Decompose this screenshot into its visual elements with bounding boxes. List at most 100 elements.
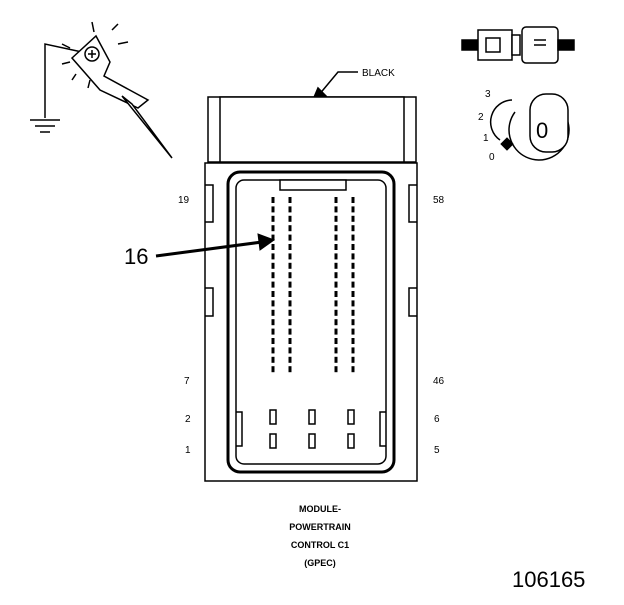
pin-label-6: 6: [434, 414, 440, 425]
signal-pin-cavity: [271, 281, 275, 288]
signal-pin-cavity: [288, 197, 292, 203]
signal-pin-cavity: [334, 366, 338, 373]
signal-pin-cavity: [288, 244, 292, 250]
figure-number: 106165: [512, 567, 585, 592]
signal-pin-cavity: [288, 347, 292, 354]
key-position-1: 1: [483, 133, 489, 144]
key-position-3: 3: [485, 89, 491, 100]
signal-pin-cavity: [334, 206, 338, 213]
signal-pin-cavity: [271, 356, 275, 363]
signal-pin-cavity: [288, 328, 292, 335]
signal-pin-cavity: [334, 281, 338, 288]
signal-pin-cavity: [334, 234, 338, 241]
signal-pin-cavity: [271, 366, 275, 373]
signal-pin-cavity: [334, 291, 338, 297]
signal-pin-cavity: [351, 253, 355, 260]
signal-pin-cavity: [271, 338, 275, 344]
signal-pin-cavity: [334, 244, 338, 250]
signal-pin-cavity: [271, 234, 275, 241]
signal-pin-cavity: [351, 366, 355, 373]
signal-pin-cavity: [271, 262, 275, 269]
power-pin-cavity: [308, 409, 316, 425]
signal-pin-cavity: [334, 356, 338, 363]
signal-pin-cavity: [334, 309, 338, 316]
pin-label-1: 1: [185, 445, 191, 456]
signal-pin-cavity: [288, 253, 292, 260]
signal-pin-cavity: [351, 262, 355, 269]
signal-pin-cavity: [334, 253, 338, 260]
signal-pin-cavity: [271, 309, 275, 316]
signal-pin-cavity: [271, 215, 275, 222]
connector-plug-icon: [461, 26, 575, 64]
pin-label-58: 58: [433, 195, 445, 206]
signal-pin-cavity: [351, 234, 355, 241]
signal-pin-cavity: [334, 225, 338, 232]
key-position-2: 2: [478, 112, 484, 123]
signal-pin-cavity: [334, 272, 338, 279]
signal-pin-cavity: [271, 319, 275, 326]
power-pin-cavity: [347, 409, 355, 425]
signal-pin-cavity: [288, 319, 292, 326]
pin-array: [269, 197, 355, 449]
connector-color-label: BLACK: [362, 68, 395, 79]
signal-pin-cavity: [288, 225, 292, 232]
signal-pin-cavity: [288, 338, 292, 344]
signal-pin-cavity: [271, 197, 275, 203]
signal-pin-cavity: [351, 206, 355, 213]
signal-pin-cavity: [271, 300, 275, 307]
signal-pin-cavity: [271, 206, 275, 213]
signal-pin-cavity: [288, 356, 292, 363]
caption-line-3: CONTROL C1: [291, 540, 349, 550]
signal-pin-cavity: [334, 197, 338, 203]
signal-pin-cavity: [351, 225, 355, 232]
signal-pin-cavity: [351, 281, 355, 288]
signal-pin-cavity: [351, 300, 355, 307]
connector-body: [204, 96, 418, 482]
signal-pin-cavity: [334, 262, 338, 269]
pin-label-19: 19: [178, 195, 190, 206]
signal-pin-cavity: [288, 234, 292, 241]
signal-pin-cavity: [351, 338, 355, 344]
caption-line-4: (GPEC): [304, 558, 336, 568]
signal-pin-cavity: [271, 272, 275, 279]
signal-pin-cavity: [288, 262, 292, 269]
signal-pin-cavity: [288, 366, 292, 373]
signal-pin-cavity: [351, 244, 355, 250]
signal-pin-cavity: [334, 338, 338, 344]
caption-line-1: MODULE-: [299, 504, 341, 514]
power-pin-cavity: [269, 433, 277, 449]
pin-label-5: 5: [434, 445, 440, 456]
power-pin-cavity: [308, 433, 316, 449]
signal-pin-cavity: [288, 206, 292, 213]
signal-pin-cavity: [288, 272, 292, 279]
ground-probe-icon: [30, 21, 173, 159]
callout-pin-number: 16: [124, 244, 148, 269]
signal-pin-cavity: [288, 281, 292, 288]
signal-pin-cavity: [288, 215, 292, 222]
signal-pin-cavity: [334, 300, 338, 307]
signal-pin-cavity: [271, 347, 275, 354]
signal-pin-cavity: [334, 319, 338, 326]
signal-pin-cavity: [334, 328, 338, 335]
signal-pin-cavity: [334, 347, 338, 354]
signal-pin-cavity: [351, 319, 355, 326]
signal-pin-cavity: [288, 309, 292, 316]
signal-pin-cavity: [351, 197, 355, 203]
key-position-0: 0: [489, 152, 495, 163]
pin-label-2: 2: [185, 414, 191, 425]
signal-pin-cavity: [271, 328, 275, 335]
signal-pin-cavity: [351, 215, 355, 222]
signal-pin-cavity: [351, 309, 355, 316]
signal-pin-cavity: [271, 225, 275, 232]
power-pin-cavity: [347, 433, 355, 449]
signal-pin-cavity: [271, 291, 275, 297]
signal-pin-cavity: [271, 244, 275, 250]
signal-pin-cavity: [334, 215, 338, 222]
signal-pin-cavity: [288, 291, 292, 297]
signal-pin-cavity: [351, 347, 355, 354]
pin-label-7: 7: [184, 376, 190, 387]
callout-arrow: [155, 233, 276, 258]
key-letter: 0: [536, 118, 548, 143]
caption-line-2: POWERTRAIN: [289, 522, 351, 532]
